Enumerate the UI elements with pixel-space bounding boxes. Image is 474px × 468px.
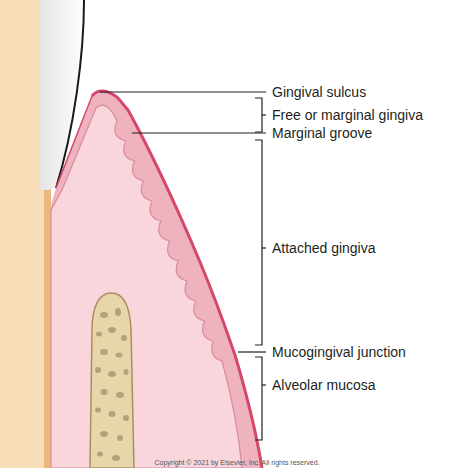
part-label: Free or marginal gingiva [272, 106, 423, 124]
leader-lines [100, 92, 266, 440]
copyright-note: Copyright © 2021 by Elsevier, Inc. All r… [154, 458, 319, 467]
bone-trabeculae [95, 308, 129, 461]
part-label: Mucogingival junction [272, 343, 406, 361]
part-label: Marginal groove [272, 124, 372, 142]
alveolar-bone [90, 293, 134, 468]
part-label: Attached gingiva [272, 239, 376, 257]
connective-tissue [51, 105, 242, 468]
sulcular-surface [56, 96, 92, 188]
part-label: Gingival sulcus [272, 83, 366, 101]
part-label: Alveolar mucosa [272, 376, 376, 394]
gingiva [51, 91, 262, 468]
